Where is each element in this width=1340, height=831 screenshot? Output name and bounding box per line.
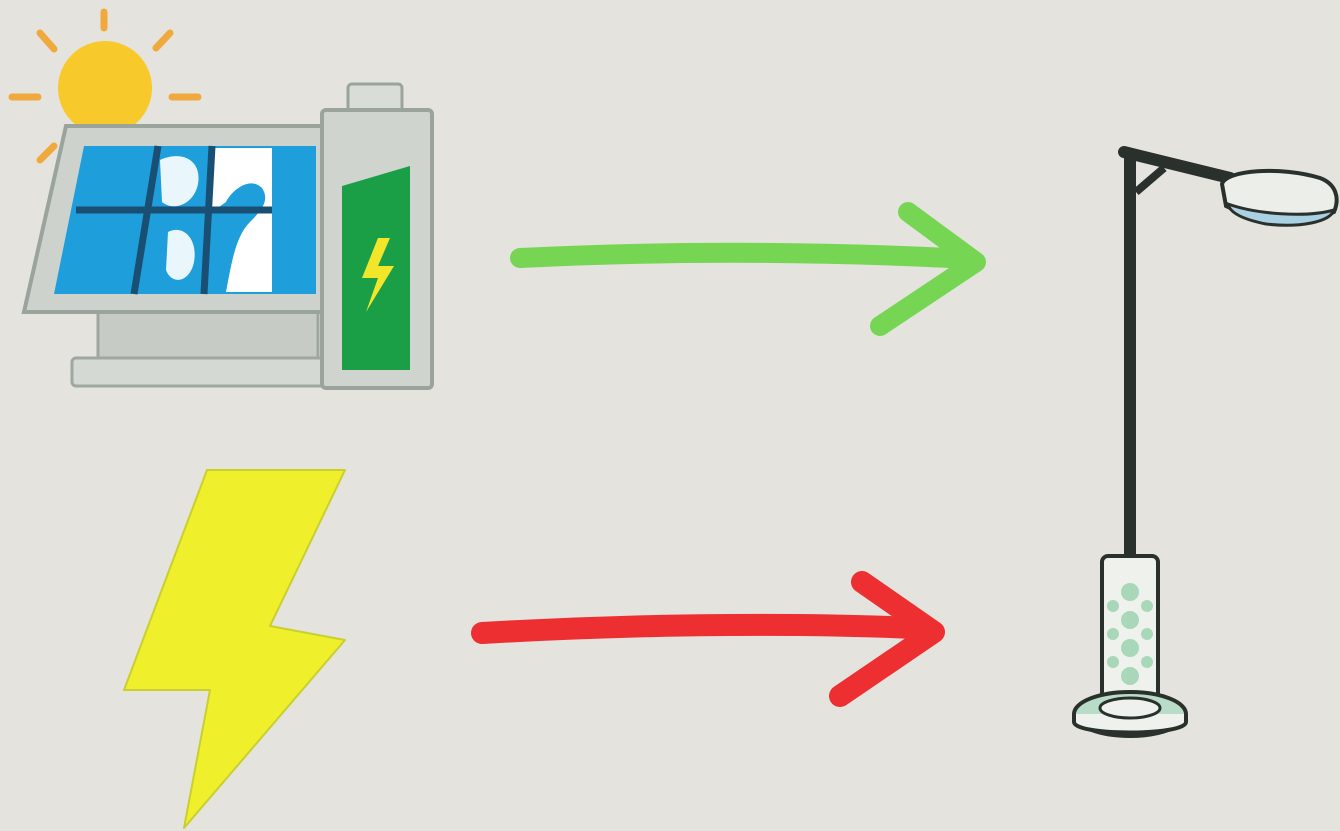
solar-panel-battery-icon — [8, 8, 434, 390]
sun-icon — [8, 8, 202, 164]
arrow-right-icon-red — [471, 571, 945, 707]
arrow-right-icon-green — [510, 202, 986, 336]
lightning-bolt-icon — [123, 469, 346, 829]
street-lamp-icon — [1072, 146, 1339, 738]
